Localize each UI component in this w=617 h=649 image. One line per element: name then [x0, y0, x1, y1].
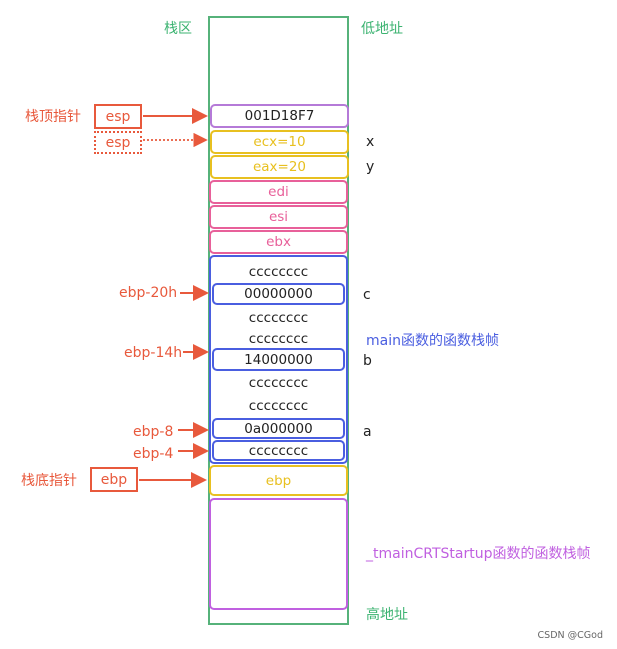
ebp-register-box: ebp [90, 467, 138, 492]
stack-bottom-pointer-label: 栈底指针 [21, 473, 77, 489]
var-c-label: c [363, 287, 371, 303]
main-row-7: cccccccc [248, 398, 309, 414]
credit-watermark: CSDN @CGod [537, 630, 603, 641]
b-value-cell: 14000000 [212, 348, 345, 371]
a-value-cell: 0a000000 [212, 418, 345, 439]
stack-area-label: 栈区 [164, 21, 192, 37]
main-row-1: cccccccc [248, 264, 309, 280]
saved-ebp-cell: ebp [209, 465, 348, 496]
ebp-20h-label: ebp-20h [119, 285, 178, 301]
main-row-6: cccccccc [248, 375, 309, 391]
crt-frame-label: _tmainCRTStartup函数的函数栈帧 [366, 546, 591, 562]
var-a-label: a [363, 424, 372, 440]
var-y-label: y [366, 159, 375, 175]
esp-register-box: esp [94, 104, 142, 129]
ebp-4-label: ebp-4 [133, 446, 174, 462]
main-row-4: cccccccc [248, 331, 309, 347]
high-address-label: 高地址 [366, 607, 408, 623]
ebp-minus4-cell: cccccccc [212, 440, 345, 461]
var-x-label: x [366, 134, 375, 150]
crt-frame-box [209, 498, 348, 610]
esp-old-register-box: esp [94, 131, 142, 154]
ecx-cell: ecx=10 [210, 130, 349, 154]
var-b-label: b [363, 353, 372, 369]
stack-top-pointer-label: 栈顶指针 [25, 109, 81, 125]
low-address-label: 低地址 [361, 21, 403, 37]
eax-cell: eax=20 [210, 155, 349, 179]
top-cell: 001D18F7 [210, 104, 349, 128]
ebp-14h-label: ebp-14h [124, 345, 183, 361]
main-row-3: cccccccc [248, 310, 309, 326]
ebx-cell: ebx [209, 230, 348, 254]
c-value-cell: 00000000 [212, 283, 345, 305]
main-frame-label: main函数的函数栈帧 [366, 333, 499, 349]
edi-cell: edi [209, 180, 348, 204]
ebp-8-label: ebp-8 [133, 424, 174, 440]
esi-cell: esi [209, 205, 348, 229]
main-frame-box [209, 255, 348, 464]
